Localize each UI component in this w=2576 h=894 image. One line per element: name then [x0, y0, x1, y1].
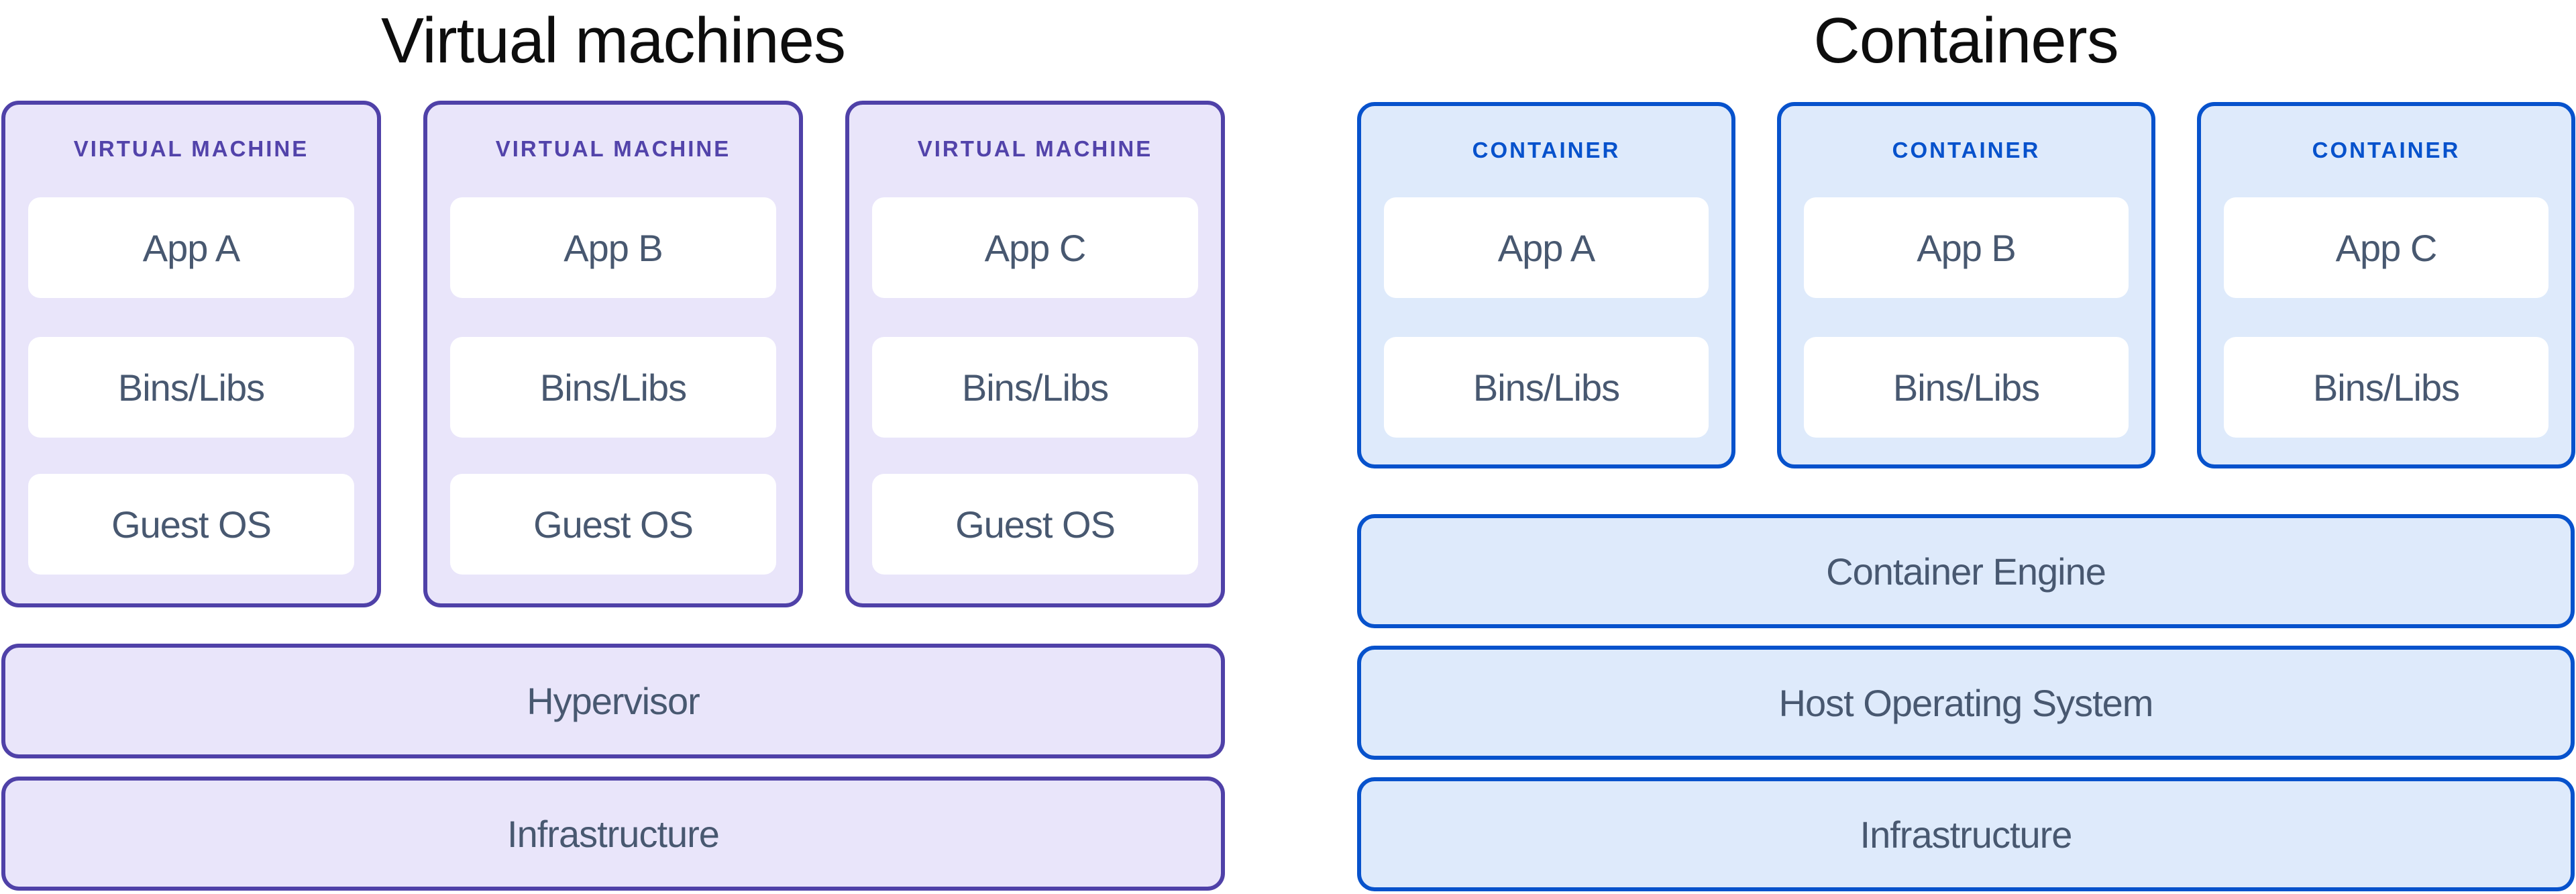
vm-box-1: VIRTUAL MACHINE App A Bins/Libs Guest OS: [1, 101, 381, 607]
container-box-2-bins-libs: Bins/Libs: [1804, 337, 2129, 438]
container-box-2: CONTAINER App B Bins/Libs: [1777, 102, 2155, 468]
vm-box-3-app: App C: [872, 197, 1198, 298]
container-box-2-badge: CONTAINER: [1892, 138, 2041, 162]
container-engine-layer: Container Engine: [1357, 514, 2575, 628]
container-box-2-app: App B: [1804, 197, 2129, 298]
host-operating-system-layer: Host Operating System: [1357, 646, 2575, 760]
container-box-3-app: App C: [2224, 197, 2548, 298]
container-infrastructure-layer: Infrastructure: [1357, 777, 2575, 891]
vm-infrastructure-layer: Infrastructure: [1, 777, 1225, 891]
vm-box-2: VIRTUAL MACHINE App B Bins/Libs Guest OS: [423, 101, 803, 607]
vm-box-1-app: App A: [28, 197, 354, 298]
vm-box-3: VIRTUAL MACHINE App C Bins/Libs Guest OS: [845, 101, 1225, 607]
vm-box-2-guest-os: Guest OS: [450, 474, 776, 575]
vm-box-1-badge: VIRTUAL MACHINE: [73, 136, 309, 161]
container-box-1-badge: CONTAINER: [1472, 138, 1621, 162]
container-box-1-bins-libs: Bins/Libs: [1384, 337, 1709, 438]
vm-box-1-bins-libs: Bins/Libs: [28, 337, 354, 438]
vm-box-2-badge: VIRTUAL MACHINE: [495, 136, 731, 161]
vm-box-3-guest-os: Guest OS: [872, 474, 1198, 575]
vm-box-3-bins-libs: Bins/Libs: [872, 337, 1198, 438]
container-box-1: CONTAINER App A Bins/Libs: [1357, 102, 1735, 468]
container-box-1-app: App A: [1384, 197, 1709, 298]
vm-section-title: Virtual machines: [381, 5, 846, 77]
vm-box-2-bins-libs: Bins/Libs: [450, 337, 776, 438]
container-box-3-badge: CONTAINER: [2312, 138, 2461, 162]
vm-box-3-badge: VIRTUAL MACHINE: [917, 136, 1153, 161]
container-box-3-bins-libs: Bins/Libs: [2224, 337, 2548, 438]
container-box-3: CONTAINER App C Bins/Libs: [2197, 102, 2575, 468]
hypervisor-layer: Hypervisor: [1, 644, 1225, 758]
vm-box-1-guest-os: Guest OS: [28, 474, 354, 575]
container-section-title: Containers: [1813, 5, 2118, 77]
vm-box-2-app: App B: [450, 197, 776, 298]
